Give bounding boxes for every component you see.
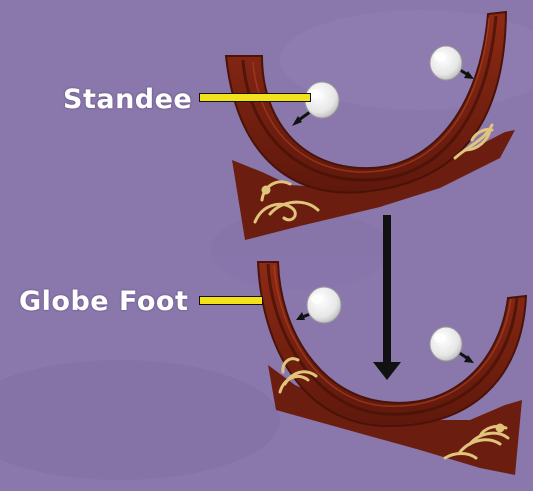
standee-label: Standee [63,86,192,113]
clip-knob-icon [296,287,341,323]
globe-foot-callout-line [199,296,263,305]
clip-knob-icon [292,82,339,126]
standee-callout-line [199,93,311,102]
clip-knob-icon [430,327,474,363]
globe-foot-label: Globe Foot [19,288,188,315]
